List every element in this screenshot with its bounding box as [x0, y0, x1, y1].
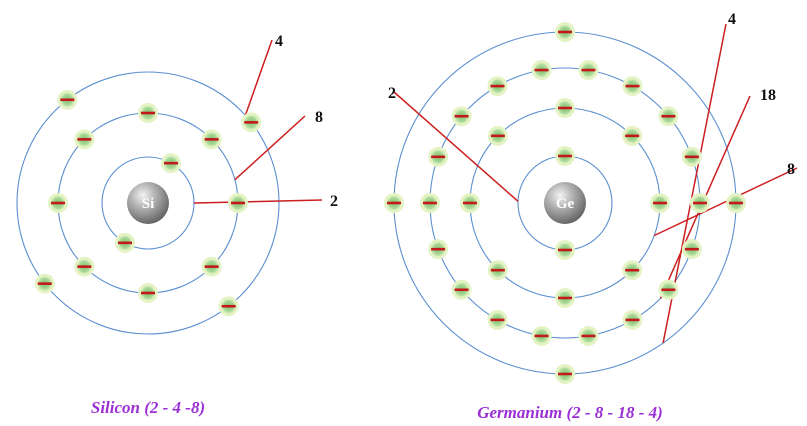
germanium-shell-3-electron-13: [488, 310, 508, 330]
silicon-shell-2-label: 8: [315, 109, 323, 126]
germanium-shell-3-electron-15: [578, 326, 598, 346]
germanium-shell-3-electron-4: [623, 76, 643, 96]
germanium-shell-2-electron-1: [650, 193, 670, 213]
germanium-shell-3-electron-12: [452, 280, 472, 300]
silicon-shell-2-electron-6: [74, 257, 94, 277]
germanium-shell-4-electron-4: [555, 364, 575, 384]
germanium-caption: Germanium (2 - 8 - 18 - 4): [477, 403, 663, 422]
germanium-shell-4-label: 4: [728, 11, 736, 28]
silicon-shell-2-electron-4: [74, 129, 94, 149]
germanium-shell-3-electron-8: [452, 106, 472, 126]
silicon-shell-2-electron-3: [138, 103, 158, 123]
silicon-shell-2-electron-2: [202, 129, 222, 149]
silicon-shell-2-electron-1: [228, 193, 248, 213]
germanium-shell-3-electron-11: [428, 239, 448, 259]
germanium-shell-3-electron-7: [488, 76, 508, 96]
germanium-shell-2-electron-5: [460, 193, 480, 213]
germanium-symbol: Ge: [556, 196, 575, 212]
germanium-shell-4-electron-1: [726, 193, 746, 213]
germanium-shell-3-electron-18: [682, 239, 702, 259]
silicon-shell-2-electron-5: [48, 193, 68, 213]
germanium-shell-4-electron-3: [384, 193, 404, 213]
silicon-shell-3-electron-4: [219, 296, 239, 316]
germanium-shell-2-electron-7: [555, 288, 575, 308]
germanium-shell-2-electron-8: [622, 260, 642, 280]
germanium-shell-2-electron-2: [622, 126, 642, 146]
germanium-shell-3-electron-10: [420, 193, 440, 213]
silicon-shell-2-electron-8: [202, 257, 222, 277]
germanium-shell-2-pointer: [654, 168, 797, 235]
germanium-shell-3-electron-1: [690, 193, 710, 213]
germanium-shell-3-electron-9: [428, 147, 448, 167]
germanium-shell-2-label: 8: [787, 161, 795, 178]
germanium-shell-3-electron-14: [532, 326, 552, 346]
germanium-shell-3-electron-6: [532, 60, 552, 80]
germanium-shell-3-electron-17: [658, 280, 678, 300]
germanium-shell-1-electron-2: [555, 240, 575, 260]
silicon-shell-3-electron-3: [35, 274, 55, 294]
germanium-shell-3-electron-16: [623, 310, 643, 330]
germanium-shell-2-electron-3: [555, 98, 575, 118]
germanium-shell-3-electron-3: [658, 106, 678, 126]
germanium-shell-1-electron-1: [555, 146, 575, 166]
germanium-shell-3-electron-5: [578, 60, 598, 80]
silicon-shell-1-electron-2: [115, 233, 135, 253]
silicon-shell-1-label: 2: [330, 193, 338, 210]
germanium-shell-2-electron-4: [488, 126, 508, 146]
silicon-shell-3-pointer: [245, 40, 272, 115]
silicon-shell-3-electron-2: [57, 90, 77, 110]
germanium-shell-4-electron-2: [555, 22, 575, 42]
silicon-shell-3-label: 4: [275, 33, 283, 50]
germanium-shell-3-label: 18: [760, 87, 776, 104]
germanium-shell-1-label: 2: [388, 85, 396, 102]
silicon-shell-1-electron-1: [161, 153, 181, 173]
silicon-shell-3-electron-1: [241, 112, 261, 132]
silicon-symbol: Si: [142, 196, 155, 212]
germanium-shell-2-electron-6: [488, 260, 508, 280]
germanium-shell-3-electron-2: [682, 147, 702, 167]
silicon-caption: Silicon (2 - 4 -8): [91, 398, 205, 417]
silicon-shell-2-electron-7: [138, 283, 158, 303]
silicon-shell-1-pointer: [194, 200, 322, 203]
